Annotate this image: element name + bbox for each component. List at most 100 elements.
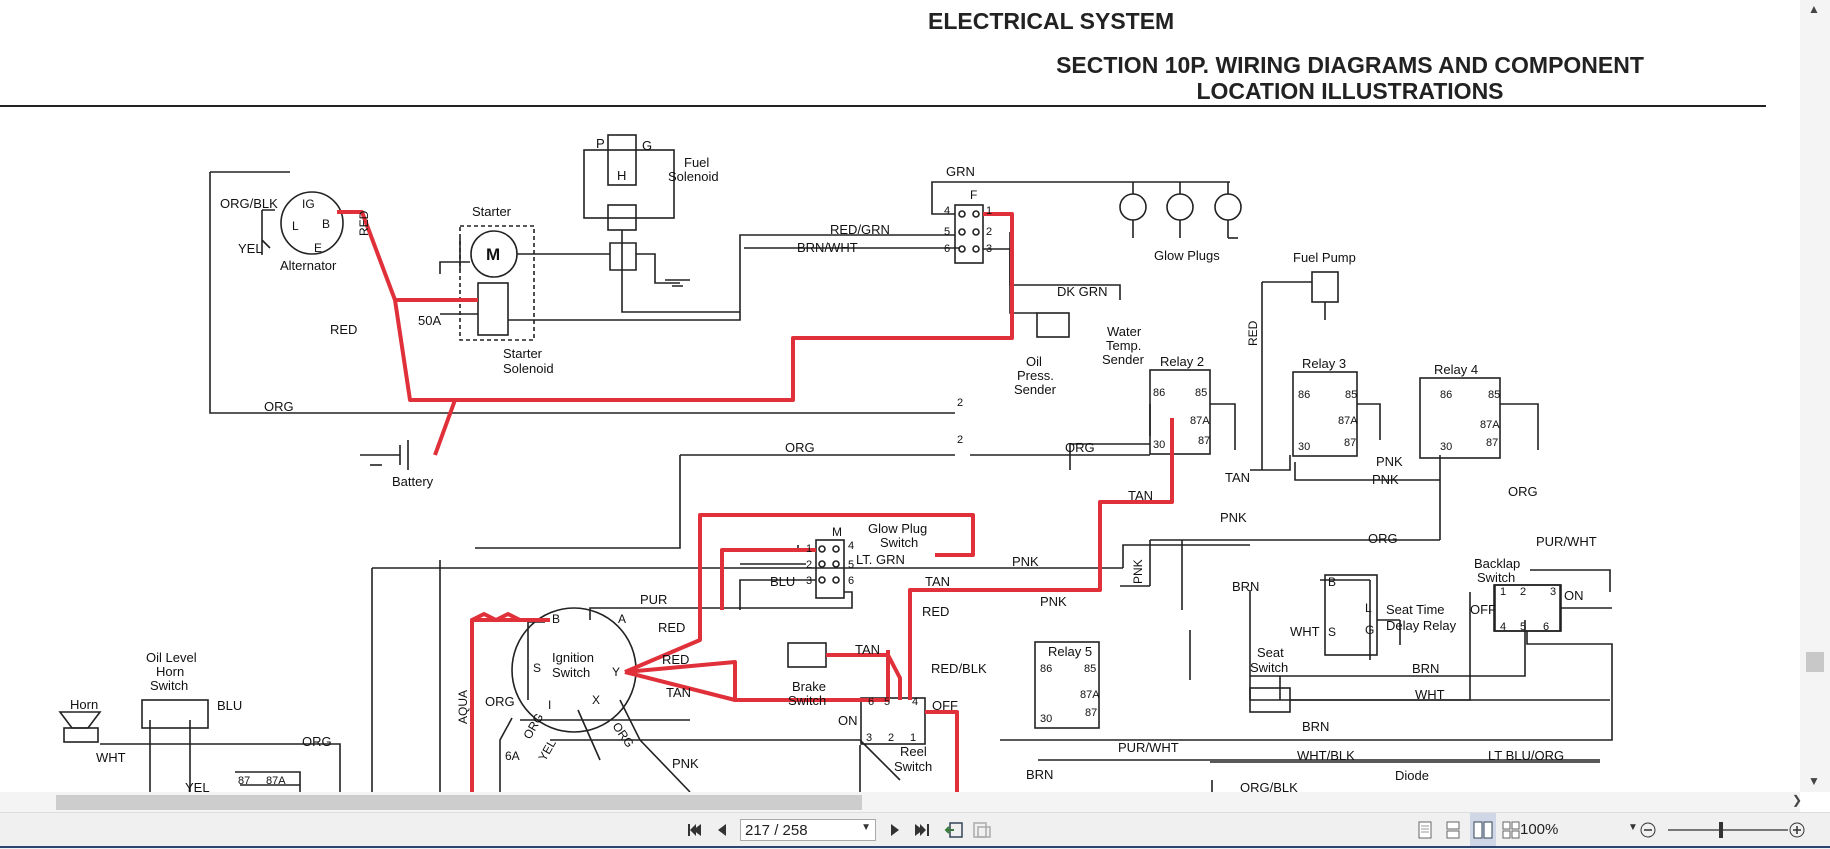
previous-page-button[interactable] xyxy=(710,813,732,847)
label-87-bottom: 87 xyxy=(238,775,250,787)
label-reel-5: 5 xyxy=(884,696,890,708)
label-pur-wht-2: PUR/WHT xyxy=(1536,534,1597,549)
label-r4-86: 86 xyxy=(1440,389,1452,401)
label-r5-87: 87 xyxy=(1085,707,1097,719)
zoom-in-button[interactable] xyxy=(1786,813,1808,847)
label-backlap-1: Backlap xyxy=(1474,556,1520,571)
last-page-button[interactable] xyxy=(910,813,934,847)
taskbar-edge xyxy=(0,846,1830,848)
label-org-3: ORG xyxy=(1065,440,1095,455)
label-dk-grn: DK GRN xyxy=(1057,284,1108,299)
first-page-button[interactable] xyxy=(682,813,706,847)
label-fuel-solenoid-1: Fuel xyxy=(684,155,709,170)
previous-page-icon xyxy=(718,824,726,836)
label-tan-2: TAN xyxy=(1225,470,1250,485)
label-brn-3: BRN xyxy=(1412,661,1439,676)
label-ign-i: I xyxy=(548,698,551,712)
label-bl-2: 2 xyxy=(1520,586,1526,598)
label-brn-4: BRN xyxy=(1302,719,1329,734)
single-page-icon xyxy=(1418,821,1432,839)
label-seat-g: G xyxy=(1365,623,1374,637)
facing-view-button[interactable] xyxy=(1470,813,1496,847)
label-pur: PUR xyxy=(640,592,667,607)
label-r2-30: 30 xyxy=(1153,439,1165,451)
page-number-field[interactable]: 217 / 258 ▼ xyxy=(740,819,876,841)
label-red-4: RED xyxy=(662,652,689,667)
zoom-dropdown-icon[interactable]: ▼ xyxy=(1628,822,1638,833)
label-ig: IG xyxy=(302,197,315,211)
label-r4-85: 85 xyxy=(1488,389,1500,401)
label-r4-30: 30 xyxy=(1440,441,1452,453)
label-m3: 3 xyxy=(806,575,812,587)
vertical-scrollbar[interactable]: ▲ ▼ xyxy=(1800,0,1830,792)
label-6a: 6A xyxy=(505,749,520,763)
label-87a-bottom: 87A xyxy=(266,775,286,787)
label-r3-30: 30 xyxy=(1298,441,1310,453)
first-page-icon xyxy=(688,824,701,836)
label-red-grn: RED/GRN xyxy=(830,222,890,237)
label-bl-3: 3 xyxy=(1550,586,1556,598)
label-wht-3: WHT xyxy=(96,750,126,765)
label-reel-1n: 1 xyxy=(910,732,916,744)
label-water-temp-3: Sender xyxy=(1102,352,1145,367)
next-page-icon xyxy=(891,824,899,836)
label-pnk-2: PNK xyxy=(1040,594,1067,609)
horizontal-scroll-thumb[interactable] xyxy=(56,795,862,810)
label-tan-1: TAN xyxy=(1128,488,1153,503)
facing-pages-icon xyxy=(1473,821,1493,839)
horizontal-scrollbar[interactable]: ❯ xyxy=(0,792,1803,812)
label-m-motor: M xyxy=(486,245,500,264)
last-page-icon xyxy=(915,824,929,836)
header-rule xyxy=(0,105,1766,107)
vertical-scroll-thumb[interactable] xyxy=(1806,652,1824,672)
continuous-facing-view-button[interactable] xyxy=(1500,813,1522,847)
scroll-down-icon[interactable]: ▼ xyxy=(1808,774,1820,788)
label-starter-solenoid-1: Starter xyxy=(503,346,543,361)
viewer-toolbar: 217 / 258 ▼ 100% ▼ xyxy=(0,812,1830,849)
label-brn-1: BRN xyxy=(1026,767,1053,782)
next-page-button[interactable] xyxy=(884,813,906,847)
label-p: P xyxy=(596,136,605,151)
label-oil-level-1: Oil Level xyxy=(146,650,197,665)
label-red-pump: RED xyxy=(1246,320,1260,346)
label-f4: 4 xyxy=(944,205,950,217)
label-org-4: ORG xyxy=(1508,484,1538,499)
zoom-level[interactable]: 100% xyxy=(1520,821,1559,838)
label-l: L xyxy=(292,219,299,233)
scroll-right-icon[interactable]: ❯ xyxy=(1792,793,1803,807)
document-page: ORG/BLK YEL Alternator IG L B E RED RED … xyxy=(0,8,1766,792)
label-e: E xyxy=(314,241,322,255)
label-red-3: RED xyxy=(658,620,685,635)
label-r4-87: 87 xyxy=(1486,437,1498,449)
label-r2-86: 86 xyxy=(1153,387,1165,399)
label-brn-wht: BRN/WHT xyxy=(797,240,858,255)
page-dropdown-icon[interactable]: ▼ xyxy=(861,822,871,833)
scroll-up-icon[interactable]: ▲ xyxy=(1808,2,1820,16)
label-r5-85: 85 xyxy=(1084,663,1096,675)
label-blu-2: BLU xyxy=(217,698,242,713)
label-reel-6: 6 xyxy=(868,696,874,708)
label-ignition-2: Switch xyxy=(552,665,590,680)
label-org-5: ORG xyxy=(1368,531,1398,546)
label-bl-1: 1 xyxy=(1500,586,1506,598)
label-wht-2: WHT xyxy=(1415,687,1445,702)
forward-view-button[interactable] xyxy=(970,813,994,847)
label-tan-4: TAN xyxy=(666,685,691,700)
label-pnk-r3b: PNK xyxy=(1372,472,1399,487)
forward-view-icon xyxy=(973,822,991,838)
zoom-out-button[interactable] xyxy=(1638,813,1658,847)
label-f5: 5 xyxy=(944,226,950,238)
label-water-temp-2: Temp. xyxy=(1106,338,1141,353)
label-reel-1: Reel xyxy=(900,744,927,759)
label-brake-1: Brake xyxy=(792,679,826,694)
back-view-button[interactable] xyxy=(942,813,966,847)
label-seat-2: Switch xyxy=(1250,660,1288,675)
label-aqua: AQUA xyxy=(456,690,470,724)
single-page-view-button[interactable] xyxy=(1414,813,1436,847)
label-starter: Starter xyxy=(472,204,512,219)
zoom-slider[interactable] xyxy=(1668,829,1788,831)
zoom-slider-thumb[interactable] xyxy=(1719,822,1723,838)
section-heading-line1: SECTION 10P. WIRING DIAGRAMS AND COMPONE… xyxy=(1056,52,1644,78)
label-seat-s: S xyxy=(1328,625,1336,639)
continuous-view-button[interactable] xyxy=(1442,813,1464,847)
